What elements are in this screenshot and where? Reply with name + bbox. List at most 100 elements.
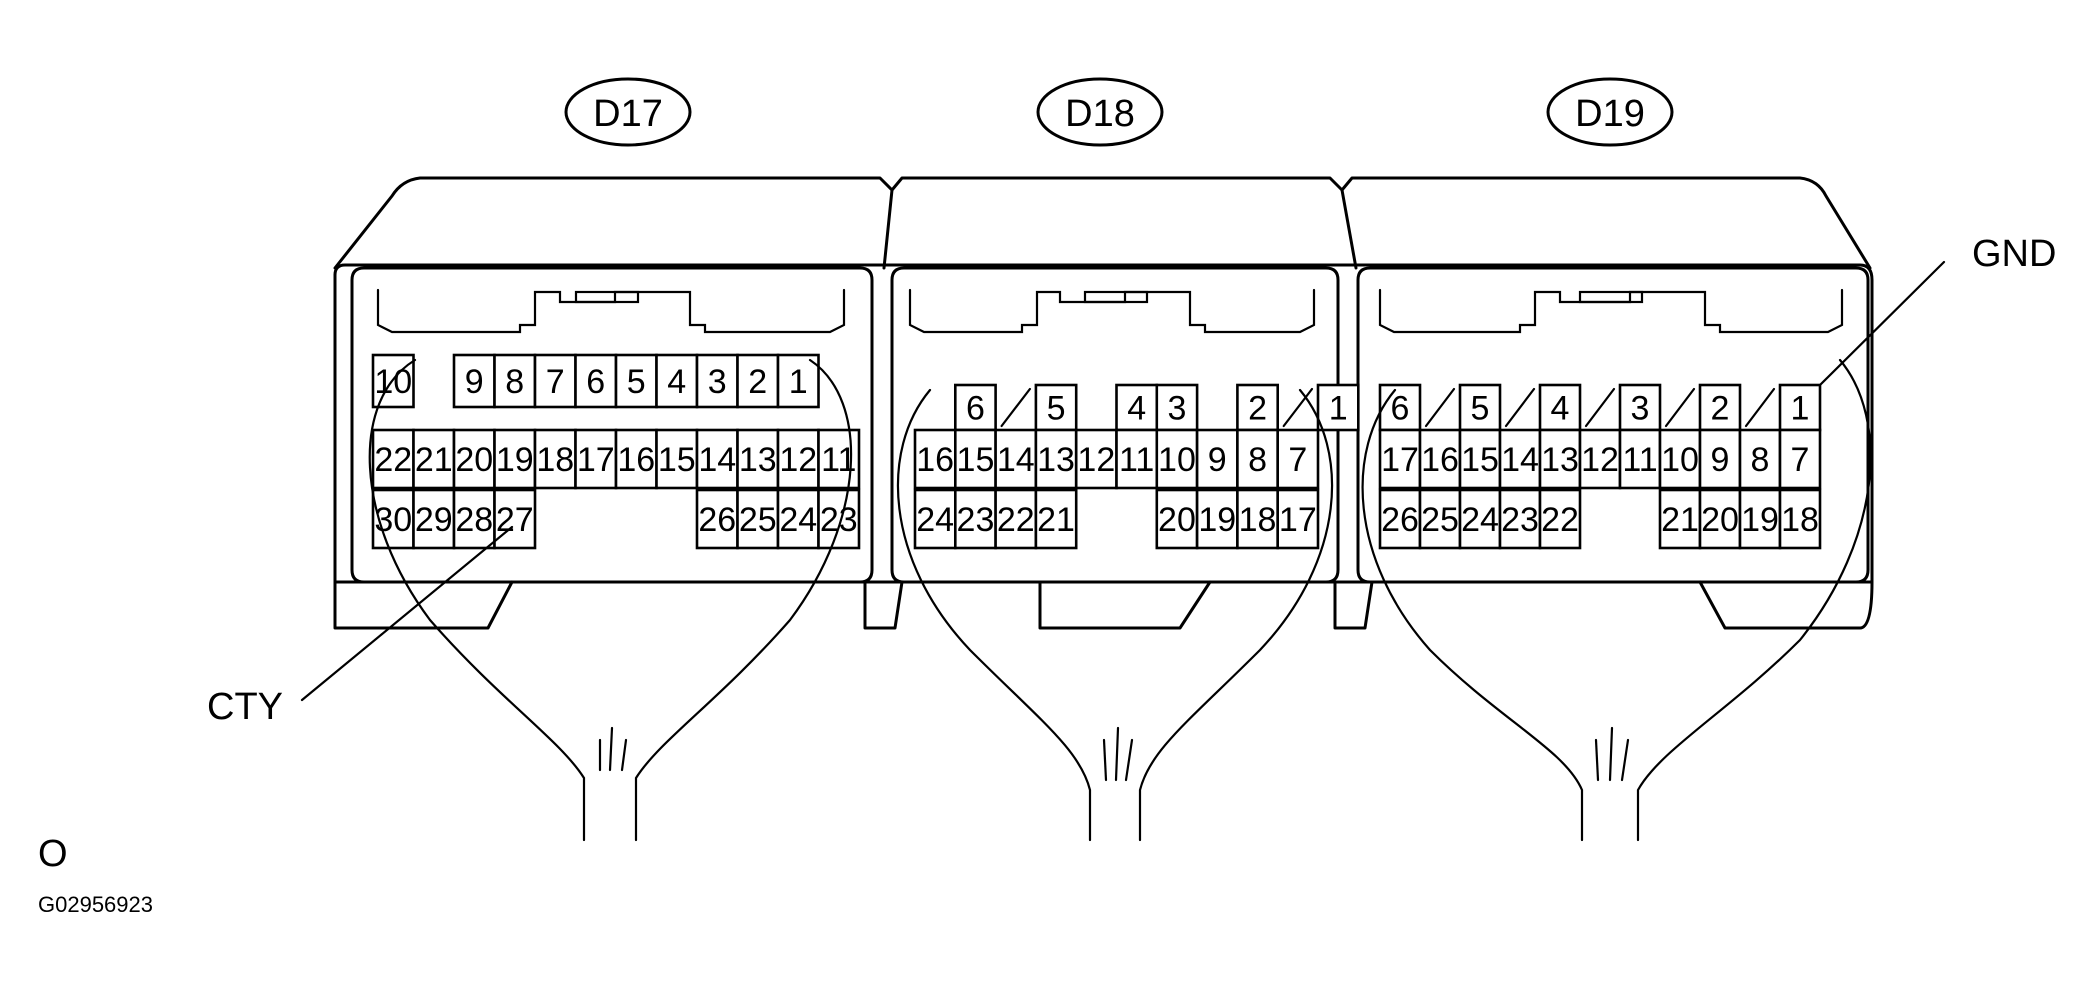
pin-number: 6 <box>966 390 985 428</box>
footer-mark: O <box>38 833 68 875</box>
pin-number: 20 <box>455 441 493 479</box>
pin-cell <box>452 428 496 490</box>
pin-number: 19 <box>1741 501 1779 539</box>
pin-number: 10 <box>374 363 412 401</box>
pin-number: 23 <box>957 501 995 539</box>
connector-label-d19: D19 <box>1546 77 1674 147</box>
pin-number: 15 <box>658 441 696 479</box>
pin-number: 9 <box>1711 441 1730 479</box>
pin-number: 26 <box>698 501 736 539</box>
pin-separator <box>1744 387 1776 428</box>
wire-harness <box>368 358 1872 842</box>
pin-cell <box>1578 428 1622 490</box>
pin-cell <box>776 353 820 409</box>
pin-cell <box>1738 428 1782 490</box>
pin-cell <box>412 428 456 490</box>
pin-number: 24 <box>1461 501 1499 539</box>
pin-cell <box>1276 488 1320 550</box>
pin-number: 2 <box>748 363 767 401</box>
pin-cell <box>493 353 537 409</box>
pin-cell <box>1195 428 1239 490</box>
pin-number: 28 <box>455 501 493 539</box>
pin-number: 19 <box>1198 501 1236 539</box>
pin-number: 21 <box>1037 501 1075 539</box>
pin-cell <box>574 353 618 409</box>
connector-face-d17 <box>350 266 874 584</box>
pin-number: 4 <box>1127 390 1146 428</box>
pin-cell <box>1034 428 1078 490</box>
pin-number: 27 <box>496 501 534 539</box>
pin-number: 16 <box>617 441 655 479</box>
pin-cell <box>371 428 415 490</box>
pin-cell <box>574 428 618 490</box>
pin-number: 17 <box>577 441 615 479</box>
pin-number: 9 <box>465 363 484 401</box>
pin-cell <box>817 488 861 550</box>
connector-name-d19: D19 <box>1575 93 1645 135</box>
pin-number: 23 <box>820 501 858 539</box>
connector-label-d17: D17 <box>564 77 692 147</box>
pin-number: 12 <box>1581 441 1619 479</box>
pin-number: 3 <box>708 363 727 401</box>
pin-number: 23 <box>1501 501 1539 539</box>
pin-number: 4 <box>667 363 686 401</box>
pin-separator <box>1504 387 1536 428</box>
callout-cty: CTY <box>207 525 514 728</box>
pin-cell <box>1155 488 1199 550</box>
pin-number: 6 <box>586 363 605 401</box>
pin-cell <box>1195 488 1239 550</box>
pin-number: 2 <box>1711 390 1730 428</box>
pin-separator <box>1664 387 1696 428</box>
pin-number: 24 <box>779 501 817 539</box>
pin-number: 7 <box>1288 441 1307 479</box>
pin-number: 26 <box>1381 501 1419 539</box>
pin-cell <box>1778 428 1822 490</box>
pin-number: 15 <box>1461 441 1499 479</box>
pin-cell <box>1538 428 1582 490</box>
pin-cell <box>913 428 957 490</box>
pin-number: 25 <box>739 501 777 539</box>
pin-cell <box>1034 488 1078 550</box>
pin-cell <box>1698 383 1742 432</box>
pin-number: 4 <box>1551 390 1570 428</box>
pin-cell <box>1276 428 1320 490</box>
pin-cell <box>533 353 577 409</box>
gnd-label: GND <box>1972 233 2056 275</box>
pin-number: 18 <box>1781 501 1819 539</box>
pin-number: 5 <box>1471 390 1490 428</box>
pin-cell <box>953 488 997 550</box>
pin-cell <box>1458 383 1502 432</box>
pin-number: 7 <box>1791 441 1810 479</box>
connector-face-d19 <box>1356 266 1870 584</box>
pin-number: 3 <box>1167 390 1186 428</box>
pin-number: 11 <box>1622 441 1657 479</box>
pin-number: 5 <box>1047 390 1066 428</box>
pin-cell <box>1378 428 1422 490</box>
pin-separator <box>1424 387 1456 428</box>
cty-label: CTY <box>207 686 283 728</box>
pin-cell <box>412 488 456 550</box>
pin-number: 1 <box>1791 390 1810 428</box>
pin-number: 16 <box>916 441 954 479</box>
pin-number: 14 <box>1501 441 1539 479</box>
pin-cell <box>1738 488 1782 550</box>
pin-number: 15 <box>957 441 995 479</box>
pin-cell <box>1458 488 1502 550</box>
pin-number: 3 <box>1631 390 1650 428</box>
connector-name-d17: D17 <box>593 93 663 135</box>
pin-cell <box>533 428 577 490</box>
pin-cell <box>493 428 537 490</box>
pin-separator <box>1000 387 1032 428</box>
pin-cell <box>776 428 820 490</box>
pin-number: 12 <box>779 441 817 479</box>
pin-number: 12 <box>1077 441 1115 479</box>
pin-number: 29 <box>415 501 453 539</box>
connector-label-d18: D18 <box>1036 77 1164 147</box>
pin-cell <box>776 488 820 550</box>
pin-cell <box>614 428 658 490</box>
pin-cell <box>452 488 496 550</box>
pin-cell <box>1115 383 1159 432</box>
pin-number: 17 <box>1279 501 1317 539</box>
reference-code: G02956923 <box>38 892 153 917</box>
